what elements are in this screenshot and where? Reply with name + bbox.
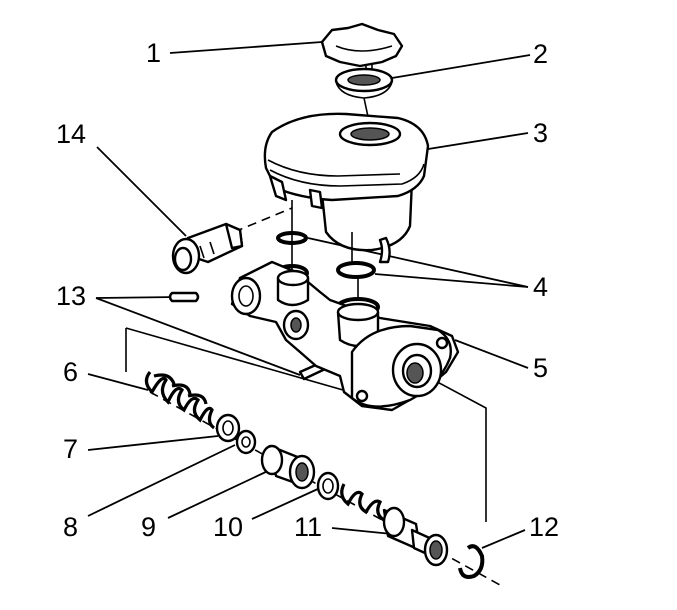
leader-4b <box>374 273 529 288</box>
fluid-level-sensor <box>171 222 244 275</box>
primary-piston-assembly <box>340 483 449 567</box>
reservoir <box>263 112 430 264</box>
leader-14 <box>96 146 187 237</box>
callout-3: 3 <box>533 118 549 148</box>
primary-seal <box>316 471 340 501</box>
reservoir-diaphragm <box>334 67 394 127</box>
callout-5: 5 <box>533 353 549 383</box>
leader-1 <box>169 41 323 54</box>
retaining-snap-ring <box>458 544 485 579</box>
callout-11: 11 <box>294 512 323 542</box>
leader-8 <box>87 444 236 517</box>
leader-13b <box>95 297 301 376</box>
callout-8: 8 <box>63 512 79 542</box>
secondary-cup <box>235 429 257 455</box>
callout-2: 2 <box>533 39 549 69</box>
callout-4: 4 <box>533 272 549 302</box>
leader-lines <box>87 41 531 549</box>
callout-10: 10 <box>213 512 244 542</box>
callout-9: 9 <box>141 512 157 542</box>
secondary-spring <box>144 371 216 430</box>
secondary-seal <box>215 413 241 443</box>
master-cylinder-body <box>230 260 460 412</box>
leader-6 <box>87 373 149 391</box>
leader-2 <box>391 54 531 79</box>
callout-6: 6 <box>63 357 79 387</box>
leader-9 <box>167 469 271 519</box>
callout-1: 1 <box>146 38 162 68</box>
callout-7: 7 <box>63 434 79 464</box>
leader-7 <box>87 435 219 451</box>
leader-11 <box>331 527 393 535</box>
callout-12: 12 <box>529 512 560 542</box>
reservoir-cap <box>320 22 404 78</box>
leader-5 <box>454 339 529 369</box>
secondary-piston <box>260 444 316 490</box>
callout-14: 14 <box>56 119 87 149</box>
leader-3 <box>421 132 529 151</box>
callout-13: 13 <box>56 281 87 311</box>
leader-10 <box>251 487 321 520</box>
leader-12 <box>481 529 526 549</box>
leader-13a <box>95 296 179 299</box>
